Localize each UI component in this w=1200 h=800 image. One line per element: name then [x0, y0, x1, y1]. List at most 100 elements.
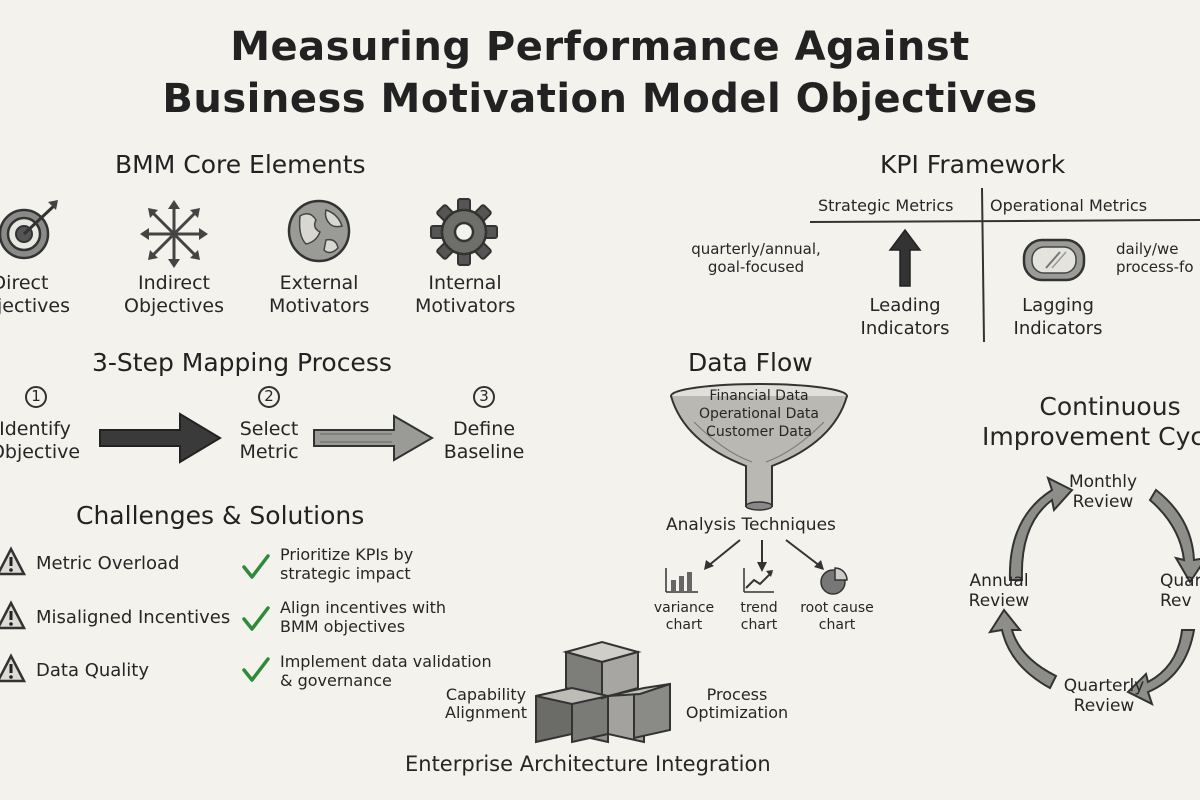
bar-chart-icon [665, 568, 698, 593]
challenge-data-quality: Data Quality [36, 660, 150, 681]
data-source-operational: Operational Data [698, 406, 820, 422]
bmm-item-internal: Internal Motivators [415, 272, 515, 318]
cycle-label-line: Quar [1160, 571, 1200, 591]
cycle-label-line: Review [968, 591, 1030, 611]
kpi-operational-desc: daily/we process-fo [1116, 240, 1194, 276]
technique-root-cause: root cause chart [792, 600, 882, 634]
step-3-number: 3 [479, 387, 489, 405]
title-line-2: Business Motivation Model Objectives [162, 76, 1038, 122]
kpi-desc-line: process-fo [1116, 258, 1194, 276]
solution-align: Align incentives with BMM objectives [280, 598, 446, 636]
step-2-number: 2 [264, 387, 274, 405]
cycle-monthly: Monthly Review [1048, 472, 1158, 512]
arrow-right-icon [313, 414, 434, 462]
step-label-line: Select [239, 418, 299, 440]
kpi-lagging: Lagging Indicators [998, 294, 1118, 340]
data-source-financial: Financial Data [709, 388, 809, 404]
analysis-techniques-label: Analysis Techniques [666, 515, 836, 535]
challenge-metric-overload: Metric Overload [36, 553, 180, 574]
technique-variance: variance chart [644, 600, 724, 634]
bmm-item-label: Objectives [0, 295, 70, 317]
gear-icon [430, 198, 498, 266]
solution-line: strategic impact [280, 564, 411, 583]
technique-line: root cause [800, 600, 874, 616]
process-optimization: Process Optimization [672, 686, 802, 722]
step-label-line: Objective [0, 441, 81, 463]
kpi-lagging-line: Indicators [1013, 318, 1103, 339]
data-source-customer: Customer Data [706, 424, 812, 440]
kpi-desc-line: goal-focused [707, 258, 805, 276]
bmm-item-label: Direct [0, 272, 49, 294]
pie-chart-icon [820, 567, 848, 595]
kpi-operational-label: Operational Metrics [990, 196, 1148, 215]
kpi-strategic-label: Strategic Metrics [818, 196, 954, 215]
bmm-item-label: Objectives [124, 295, 224, 317]
arrow-up-icon [888, 228, 922, 287]
cycle-label-line: Quarterly [1063, 676, 1145, 696]
kpi-divider [809, 187, 1200, 343]
cycle-right-partial: Quar Rev [1160, 571, 1200, 611]
funnel-icon [670, 383, 848, 511]
step-label-line: Baseline [443, 441, 525, 463]
kpi-leading-line: Leading [869, 295, 941, 316]
target-icon [0, 200, 58, 260]
bmm-item-label: Internal [428, 272, 502, 294]
cycle-heading-line-2: Improvement Cyc [982, 422, 1200, 451]
capability-line: Capability [445, 685, 527, 704]
bmm-item-label: External [279, 272, 359, 294]
cycle-heading-line-1: Continuous [1039, 392, 1181, 421]
challenges-heading: Challenges & Solutions [76, 501, 365, 530]
analysis-arrows [704, 539, 824, 572]
solution-line: BMM objectives [280, 617, 406, 636]
cycle-label-line: Monthly [1068, 472, 1138, 492]
technique-line: trend [740, 600, 778, 616]
process-line: Optimization [685, 703, 789, 722]
step-2-circle [258, 386, 280, 408]
technique-trend: trend chart [719, 600, 799, 634]
warning-icon [0, 600, 27, 630]
warning-icon [0, 546, 27, 576]
kpi-strategic-desc: quarterly/annual, goal-focused [686, 240, 826, 276]
bmm-item-label: Motivators [415, 295, 516, 317]
process-line: Process [706, 685, 768, 704]
title-line-1: Measuring Performance Against [230, 24, 970, 70]
gauge-icon [1022, 238, 1086, 282]
step-3-label: Define Baseline [434, 418, 534, 464]
bmm-item-indirect: Indirect Objectives [124, 272, 224, 318]
mapping-heading: 3-Step Mapping Process [92, 348, 392, 377]
solution-line: Align incentives with [280, 598, 446, 617]
check-icon [242, 657, 270, 682]
dataflow-heading: Data Flow [688, 348, 813, 377]
kpi-leading-line: Indicators [860, 318, 950, 339]
step-1-number: 1 [31, 387, 41, 405]
check-icon [242, 606, 270, 631]
capability-alignment: Capability Alignment [426, 686, 546, 722]
bmm-item-label: Motivators [269, 295, 370, 317]
kpi-heading: KPI Framework [880, 150, 1066, 179]
arrows-burst-icon [140, 200, 208, 268]
solution-line: & governance [280, 671, 392, 690]
step-3-circle [473, 386, 495, 408]
technique-line: chart [665, 617, 703, 633]
technique-line: chart [740, 617, 778, 633]
bmm-item-label: Indirect [138, 272, 210, 294]
step-label-line: Define [452, 418, 516, 440]
solution-line: Implement data validation [280, 652, 492, 671]
cycle-label-line: Annual [969, 571, 1029, 591]
cubes-icon [535, 640, 671, 744]
technique-line: chart [818, 617, 856, 633]
ea-footer-title: Enterprise Architecture Integration [405, 752, 771, 776]
cycle-label-line: Review [1072, 492, 1134, 512]
kpi-desc-line: daily/we [1116, 240, 1179, 258]
kpi-lagging-line: Lagging [1022, 295, 1094, 316]
capability-line: Alignment [445, 703, 527, 722]
challenge-misaligned-incentives: Misaligned Incentives [36, 607, 231, 628]
globe-icon [287, 199, 351, 263]
step-label-line: Metric [239, 441, 299, 463]
step-1-circle [25, 386, 47, 408]
cycle-annual: Annual Review [944, 571, 1054, 611]
solution-implement: Implement data validation & governance [280, 652, 492, 690]
cycle-arrows [987, 476, 1200, 706]
cycle-label-line: Review [1073, 696, 1135, 716]
solution-prioritize: Prioritize KPIs by strategic impact [280, 545, 413, 583]
